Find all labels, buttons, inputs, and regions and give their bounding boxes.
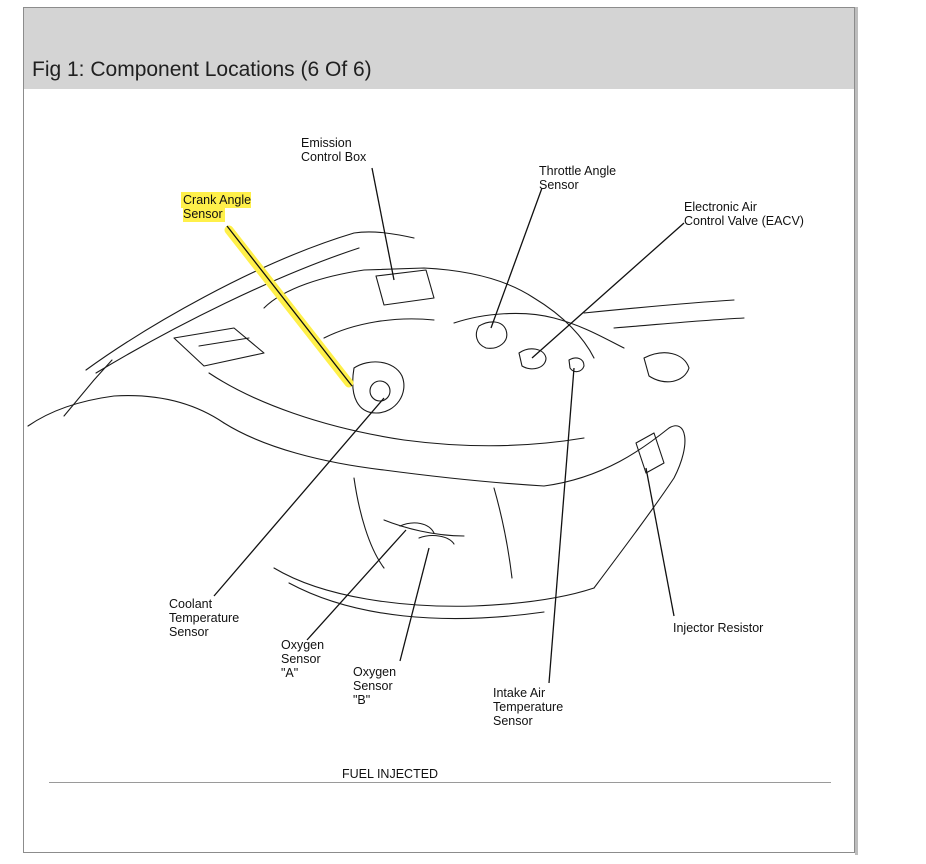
leader-eacv: [531, 222, 685, 359]
label-emission-control-box: Emission Control Box: [301, 136, 367, 164]
body-left-fender: [27, 395, 225, 427]
control-box: [375, 269, 435, 306]
figure-header: Fig 1: Component Locations (6 Of 6): [24, 8, 854, 89]
exhaust-pipe: [383, 519, 465, 537]
valve-cover: [323, 318, 435, 339]
bumper: [273, 567, 595, 607]
leader-injector-resistor: [645, 467, 675, 617]
figure-caption: FUEL INJECTED: [342, 767, 439, 781]
leader-coolant-temperature-sensor: [213, 397, 385, 597]
crank-angle-label-text: Crank Angle Sensor: [181, 192, 252, 222]
leader-throttle-angle-sensor: [490, 187, 543, 329]
body-front-lower: [223, 422, 545, 487]
leader-crank-angle-sensor: [226, 225, 353, 387]
grille-2: [493, 487, 513, 579]
frame-edge-shadow: [855, 7, 858, 855]
eacv-valve: [518, 348, 547, 370]
distributor-cap: [369, 380, 391, 402]
figure-title: Fig 1: Component Locations (6 Of 6): [32, 58, 372, 81]
strut-tower: [643, 352, 690, 383]
footer-divider: [49, 782, 831, 783]
leader-oxygen-sensor-a: [306, 529, 407, 641]
o2-sensor-a-part: [399, 522, 435, 534]
engine-block: [263, 267, 595, 359]
label-injector-resistor: Injector Resistor: [673, 621, 764, 635]
label-crank-angle-sensor: Crank Angle Sensor: [181, 192, 252, 222]
battery-top: [198, 337, 250, 347]
label-intake-air-temperature-sensor: Intake Air Temperature Sensor: [493, 686, 564, 728]
label-coolant-temperature-sensor: Coolant Temperature Sensor: [169, 597, 240, 639]
label-oxygen-sensor-a: Oxygen Sensor "A": [281, 638, 325, 680]
leader-oxygen-sensor-b: [399, 547, 430, 662]
hood-inner: [95, 247, 360, 374]
engine-bay-diagram: [27, 167, 745, 684]
right-rail-2: [613, 317, 745, 329]
bumper-lower: [288, 582, 545, 620]
distributor: [352, 361, 405, 414]
leader-intake-air-temperature-sensor: [548, 367, 575, 684]
label-throttle-angle-sensor: Throttle Angle Sensor: [539, 164, 617, 192]
intake-manifold: [453, 312, 625, 349]
injector-resistor-box: [635, 432, 665, 474]
o2-sensor-b-part: [418, 535, 455, 545]
battery: [173, 327, 265, 367]
label-oxygen-sensor-b: Oxygen Sensor "B": [353, 665, 397, 707]
label-eacv: Electronic Air Control Valve (EACV): [684, 200, 804, 228]
figure-frame: Fig 1: Component Locations (6 Of 6): [23, 7, 855, 853]
right-rail: [583, 299, 735, 314]
engine-base: [208, 372, 585, 447]
grille: [353, 477, 385, 569]
iat-sensor: [568, 357, 585, 373]
throttle-body: [475, 321, 508, 349]
body-right-fender: [543, 425, 686, 589]
leader-emission-control-box: [371, 167, 395, 281]
